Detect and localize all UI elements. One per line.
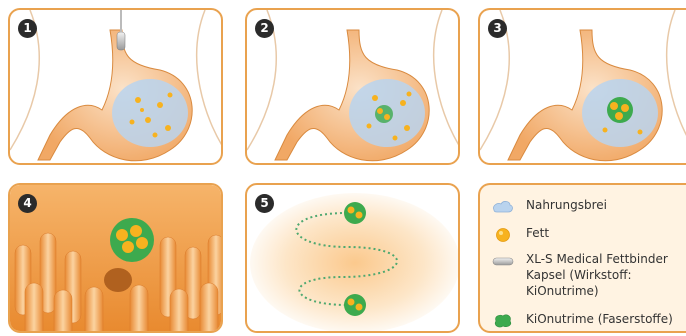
step-number-badge: 1: [18, 19, 37, 38]
fat-droplet-icon: [492, 227, 514, 243]
step-number-badge: 3: [488, 19, 507, 38]
fiber-cluster-icon: [344, 294, 366, 316]
legend-item: Fett: [492, 225, 549, 243]
legend-item: XL-S Medical Fettbinder Kapsel (Wirkstof…: [492, 251, 668, 299]
stomach-illustration: [247, 10, 460, 165]
step-4-panel: 4: [8, 183, 223, 333]
fiber-cluster-icon: [607, 97, 633, 123]
stomach-illustration: [10, 10, 223, 165]
step-5-panel: 5: [245, 183, 460, 333]
excretion-path-illustration: [247, 185, 460, 333]
legend-item: Nahrungsbrei: [492, 197, 607, 215]
step-number-badge: 2: [255, 19, 274, 38]
legend-label: Fett: [526, 225, 549, 241]
step-number-badge: 4: [18, 194, 37, 213]
legend-item: KiOnutrime (Faserstoffe): [492, 311, 673, 329]
step-1-panel: 1: [8, 8, 223, 165]
chyme-icon: [492, 199, 514, 215]
legend-panel: Nahrungsbrei Fett XL-S Medical Fettbinde…: [478, 183, 686, 333]
legend-label: XL-S Medical Fettbinder Kapsel (Wirkstof…: [526, 251, 668, 299]
stomach-illustration: [480, 10, 686, 165]
legend-label: Nahrungsbrei: [526, 197, 607, 213]
fiber-icon: [492, 313, 514, 329]
capsule-icon: [492, 253, 514, 269]
fiber-cluster-icon: [110, 218, 154, 262]
legend-label: KiOnutrime (Faserstoffe): [526, 311, 673, 327]
fiber-cluster-icon: [375, 105, 393, 123]
step-3-panel: 3: [478, 8, 686, 165]
capsule-icon: [117, 32, 125, 50]
intestine-villi-illustration: [10, 185, 223, 333]
step-number-badge: 5: [255, 194, 274, 213]
fiber-cluster-icon: [344, 202, 366, 224]
step-2-panel: 2: [245, 8, 460, 165]
